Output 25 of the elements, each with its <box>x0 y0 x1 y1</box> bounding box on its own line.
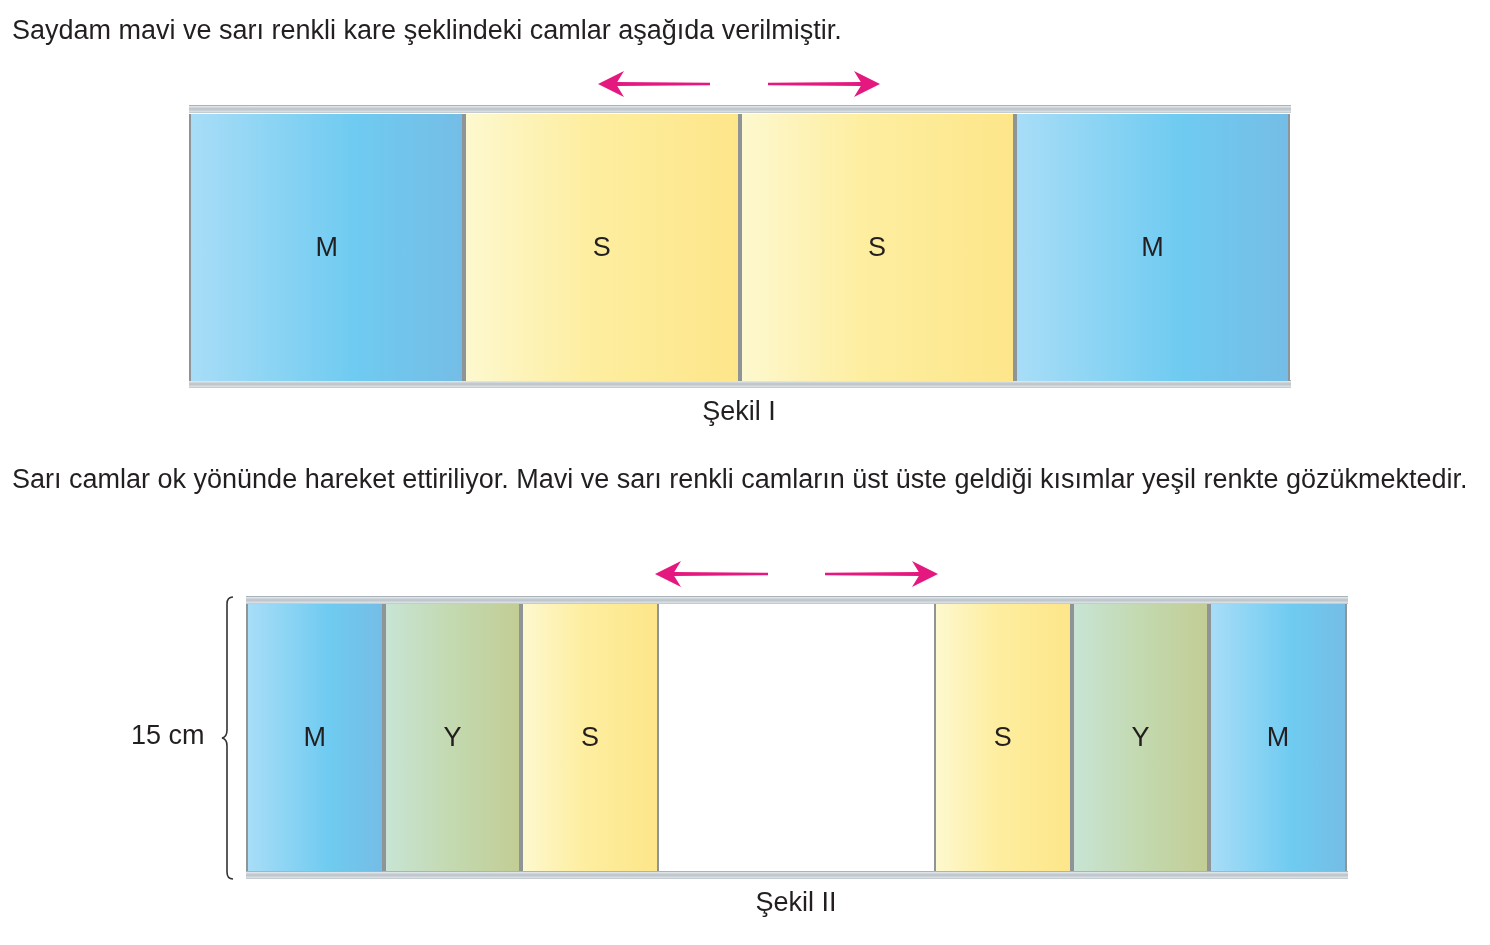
pane-letter: M <box>1141 234 1164 261</box>
instruction-text: Saydam mavi ve sarı renkli kare şeklindeki camlar aşağıda verilmiştir. <box>12 14 843 47</box>
figure-caption: Şekil II <box>755 889 837 916</box>
glass-pane <box>521 604 659 871</box>
pane-letter: S <box>592 234 611 261</box>
glass-pane <box>934 604 1072 871</box>
figure-caption: Şekil I <box>702 398 776 425</box>
glass-pane <box>246 604 384 871</box>
glass-pane <box>464 114 740 381</box>
glass-pane <box>189 114 465 381</box>
instruction-text: Sarı camlar ok yönünde hareket ettiriliyor. Mavi ve sarı renkli camların üst üste geldiği kısımlar yeşil renkte gözükmektedir. <box>12 463 1469 496</box>
pane-letter: Y <box>443 724 462 751</box>
glass-pane <box>1071 604 1210 871</box>
pane-letter: S <box>580 724 599 751</box>
pane-letter: M <box>1266 724 1290 751</box>
pane-letter: M <box>315 234 338 261</box>
pane-letter: Y <box>1131 724 1150 751</box>
glass-pane <box>739 114 1015 381</box>
glass-pane <box>1014 114 1290 381</box>
dimension-label: 15 cm <box>131 722 205 749</box>
glass-pane <box>1209 604 1347 871</box>
pane-letter: S <box>993 724 1012 751</box>
glass-pane <box>383 604 522 871</box>
pane-letter: S <box>868 234 887 261</box>
pane-letter: M <box>303 724 327 751</box>
